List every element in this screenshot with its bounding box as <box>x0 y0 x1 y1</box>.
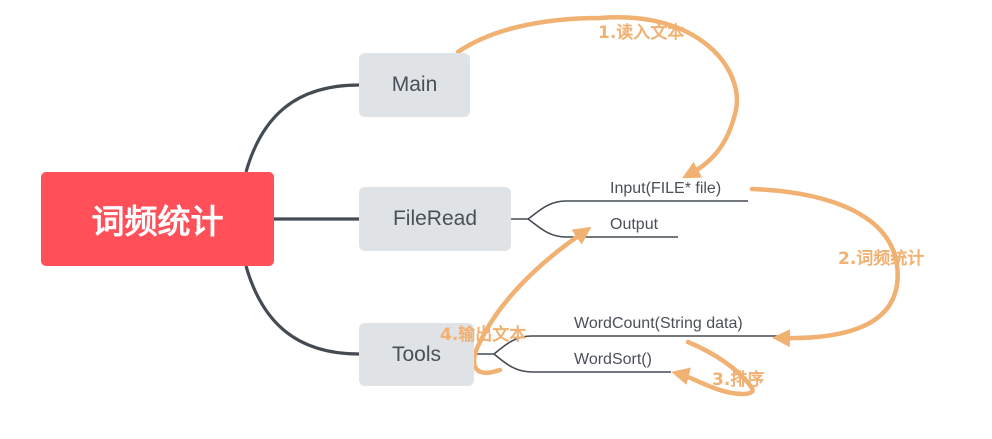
step-label-read: 1.读入文本 <box>598 23 685 43</box>
leaf-output[interactable]: Output <box>610 216 659 233</box>
step-label-output: 4.输出文本 <box>440 325 527 345</box>
branch-node-main[interactable]: Main <box>359 53 470 117</box>
root-node[interactable]: 词频统计 <box>41 172 274 266</box>
step-label-count: 2.词频统计 <box>838 249 925 269</box>
branch-node-fileread[interactable]: FileRead <box>359 187 511 251</box>
leaf-wordcount[interactable]: WordCount(String data) <box>574 315 743 332</box>
branch-label-tools: Tools <box>391 342 442 366</box>
branch-label-main: Main <box>391 73 438 96</box>
flow-arrow-count <box>749 186 900 348</box>
leaf-wordsort[interactable]: WordSort() <box>574 351 652 368</box>
flow-arrow-read <box>455 15 740 179</box>
branch-node-tools[interactable]: Tools <box>359 323 474 386</box>
flow-arrow-output <box>471 226 592 375</box>
connector-fileread-output <box>527 218 678 238</box>
step-label-sort: 3.排序 <box>712 370 765 390</box>
branch-label-fileread: FileRead <box>392 207 478 230</box>
flow-arrow-sort <box>671 339 755 397</box>
root-label: 词频统计 <box>91 202 224 241</box>
connector-root-tools <box>244 265 360 356</box>
connector-root-main <box>244 83 360 173</box>
connector-tools-wordsort <box>493 353 671 373</box>
leaf-input[interactable]: Input(FILE* file) <box>610 180 722 197</box>
